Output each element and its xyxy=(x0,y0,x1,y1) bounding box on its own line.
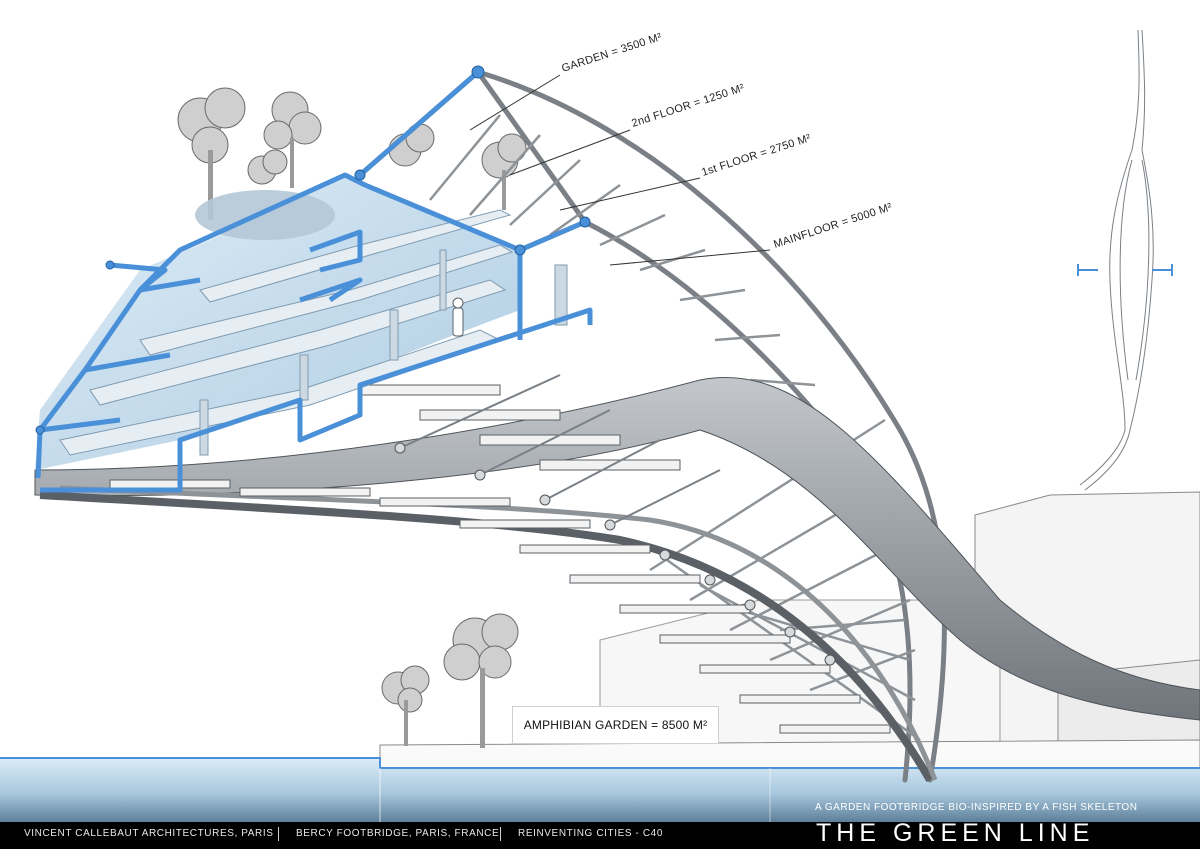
person-figure xyxy=(452,297,464,337)
footer-bar: VINCENT CALLEBAUT ARCHITECTURES, PARIS B… xyxy=(0,822,1200,849)
deck-tension-rods xyxy=(399,374,721,526)
label-mainfloor: MAINFLOOR = 5000 M² xyxy=(772,201,894,251)
columns xyxy=(199,249,568,456)
amphibian-garden-label: AMPHIBIAN GARDEN = 8500 M² xyxy=(512,706,719,744)
project-title: THE GREEN LINE xyxy=(816,819,1095,847)
section-frame xyxy=(35,70,593,493)
footer-location: BERCY FOOTBRIDGE, PARIS, FRANCE xyxy=(296,828,500,839)
label-first-floor: 1st FLOOR = 2750 M² xyxy=(700,132,812,179)
plan-inset xyxy=(1077,29,1173,491)
river xyxy=(0,757,1200,822)
floor-slabs xyxy=(59,209,514,456)
deck-nodes xyxy=(394,442,836,666)
frame-nodes xyxy=(35,65,591,435)
footer-separator xyxy=(500,827,501,841)
glass-section xyxy=(35,175,568,470)
deck-underside xyxy=(34,376,1200,783)
footer-separator xyxy=(278,827,279,841)
tree-group-bottom xyxy=(381,613,519,748)
leader-lines xyxy=(469,74,771,266)
subtitle: A GARDEN FOOTBRIDGE BIO-INSPIRED BY A FI… xyxy=(815,802,1138,813)
label-garden: GARDEN = 3500 M² xyxy=(560,31,663,75)
footer-program: REINVENTING CITIES - C40 xyxy=(518,828,663,839)
label-second-floor: 2nd FLOOR = 1250 M² xyxy=(630,82,746,130)
footer-architect: VINCENT CALLEBAUT ARCHITECTURES, PARIS xyxy=(24,828,274,839)
